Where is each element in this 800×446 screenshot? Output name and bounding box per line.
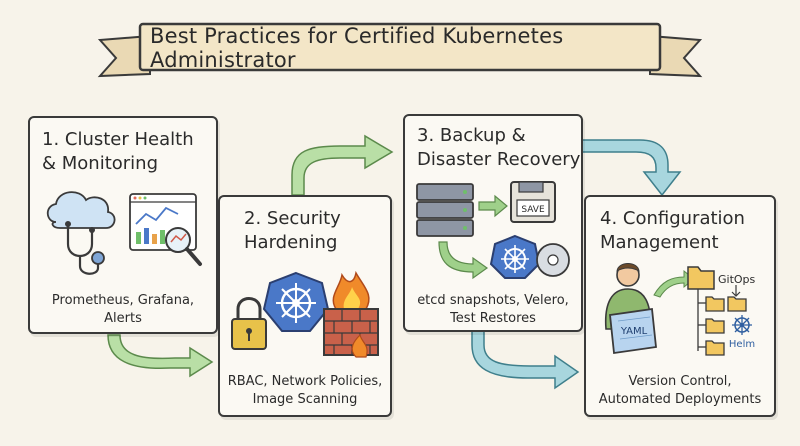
card-title: 3. Backup & Disaster Recovery	[417, 125, 581, 170]
card-backup-recovery: 3. Backup & Disaster Recovery SAVE	[403, 114, 583, 332]
folder-tree-icon: GitOps	[687, 266, 756, 356]
card-caption: Version Control, Automated Deployments	[598, 374, 762, 407]
helm-label: Helm	[729, 339, 755, 350]
card-caption: etcd snapshots, Velero, Test Restores	[417, 293, 569, 326]
server-stack-icon	[416, 183, 474, 237]
dashboard-magnifier-icon	[129, 193, 202, 266]
gitops-label: GitOps	[718, 273, 756, 286]
padlock-icon	[231, 297, 267, 350]
monitoring-illustration	[46, 191, 202, 275]
arrow-3-to-4	[579, 139, 682, 197]
card-configuration-management: 4. Configuration Management YAML GitOps	[584, 195, 776, 417]
arrow-3-bottom-to-4	[471, 327, 580, 390]
card-title: 4. Configuration Management	[600, 208, 745, 253]
config-illustration: YAML GitOps	[604, 263, 756, 356]
security-illustration	[231, 270, 379, 358]
banner-title: Best Practices for Certified Kubernetes …	[150, 24, 564, 72]
yaml-label: YAML	[620, 326, 648, 337]
card-caption: RBAC, Network Policies, Image Scanning	[227, 374, 383, 407]
card-title: 1. Cluster Health & Monitoring	[42, 129, 194, 174]
save-label: SAVE	[521, 205, 545, 215]
kubernetes-disk-icon	[489, 234, 570, 279]
arrow-1-to-2	[107, 334, 214, 378]
card-cluster-health: 1. Cluster Health & Monitoring	[28, 116, 218, 334]
kubernetes-helm-icon	[262, 271, 330, 332]
firewall-icon	[323, 270, 379, 358]
floppy-disk-icon: SAVE	[510, 181, 556, 223]
card-caption: Prometheus, Grafana, Alerts	[51, 293, 195, 326]
cloud-stethoscope-icon	[46, 191, 116, 275]
person-with-blueprint-icon: YAML	[604, 263, 657, 355]
arrow-2-to-3	[291, 134, 394, 196]
helm-logo-icon: Helm	[729, 315, 755, 350]
card-security-hardening: 2. Security Hardening	[218, 195, 392, 417]
backup-illustration: SAVE	[416, 181, 570, 280]
card-title: 2. Security Hardening	[244, 208, 341, 253]
